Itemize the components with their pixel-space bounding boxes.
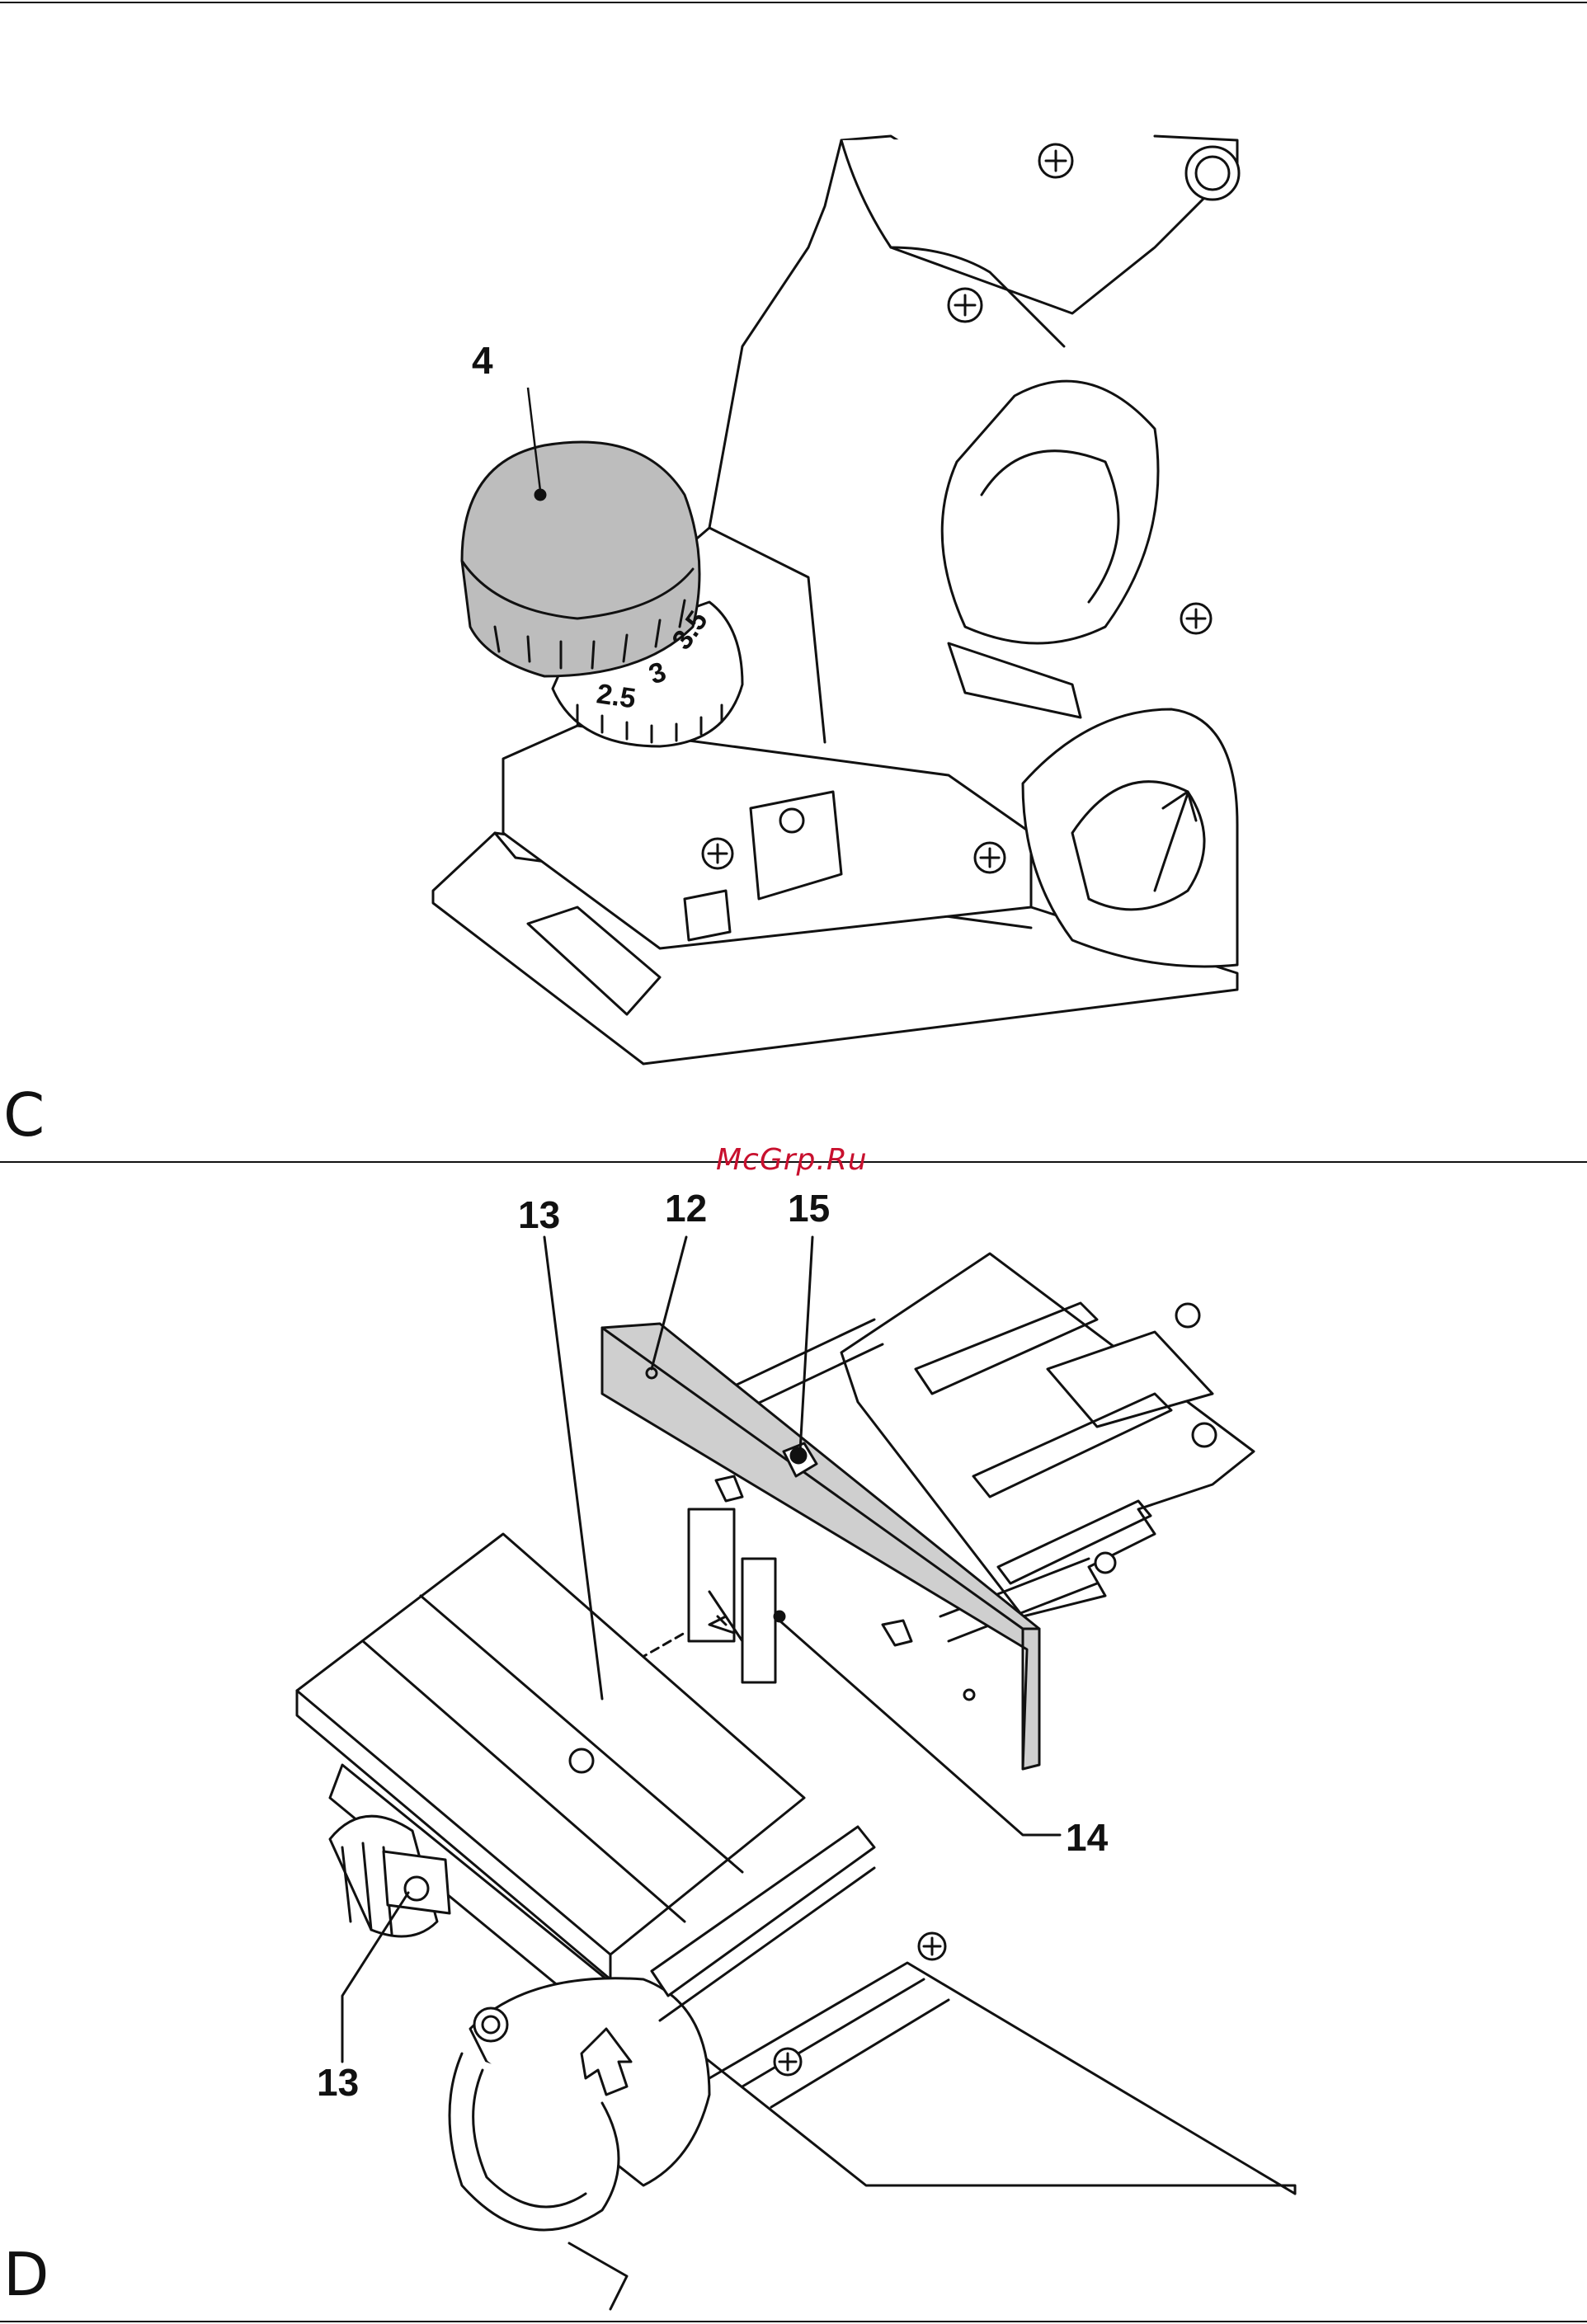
callout-15-leader	[800, 1237, 812, 1451]
callout-14: 14	[1066, 1818, 1108, 1856]
fence-mount-bracket	[689, 1509, 734, 1641]
panel-letter-d: D	[3, 2245, 49, 2304]
callout-12: 12	[665, 1189, 707, 1227]
callout-13-top: 13	[518, 1196, 560, 1234]
callout-13-bottom: 13	[317, 2063, 359, 2101]
callout-15: 15	[788, 1189, 830, 1227]
callout-14-leader	[779, 1621, 1060, 1835]
